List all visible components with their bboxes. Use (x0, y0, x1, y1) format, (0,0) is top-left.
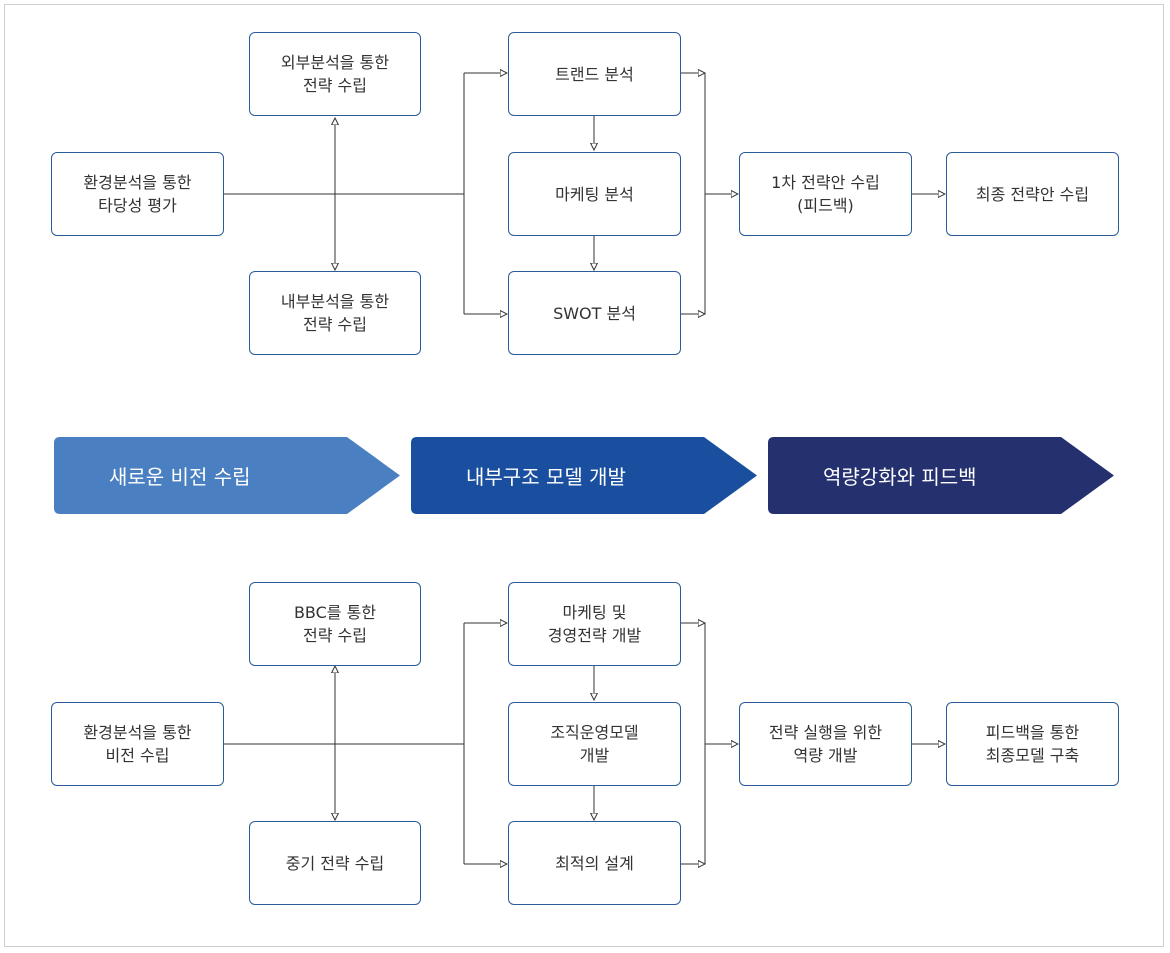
top-upper-box: 외부분석을 통한 전략 수립 (249, 32, 421, 116)
banner-arrow-shape (411, 437, 757, 514)
top-start-box: 환경분석을 통한 타당성 평가 (51, 152, 224, 236)
banner-arrow-shape (768, 437, 1114, 514)
phase-banner-3: 역량강화와 피드백 (768, 437, 1114, 514)
phase-label-2: 내부구조 모델 개발 (466, 465, 626, 489)
diagram-frame (4, 4, 1164, 947)
top-result-box: 1차 전략안 수립 (피드백) (739, 152, 912, 236)
top-step3-box: SWOT 분석 (508, 271, 681, 355)
phase-label-3: 역량강화와 피드백 (823, 465, 977, 489)
bottom-result-box: 전략 실행을 위한 역량 개발 (739, 702, 912, 786)
phase-banner-1: 새로운 비전 수립 (54, 437, 400, 514)
bottom-upper-box: BBC를 통한 전략 수립 (249, 582, 421, 666)
top-step2-box: 마케팅 분석 (508, 152, 681, 236)
phase-banner-2: 내부구조 모델 개발 (411, 437, 757, 514)
phase-label-1: 새로운 비전 수립 (109, 465, 251, 489)
bottom-step2-box: 조직운영모델 개발 (508, 702, 681, 786)
bottom-start-box: 환경분석을 통한 비전 수립 (51, 702, 224, 786)
bottom-step1-box: 마케팅 및 경영전략 개발 (508, 582, 681, 666)
top-final-box: 최종 전략안 수립 (946, 152, 1119, 236)
bottom-lower-box: 중기 전략 수립 (249, 821, 421, 905)
bottom-final-box: 피드백을 통한 최종모델 구축 (946, 702, 1119, 786)
top-step1-box: 트랜드 분석 (508, 32, 681, 116)
bottom-step3-box: 최적의 설계 (508, 821, 681, 905)
top-lower-box: 내부분석을 통한 전략 수립 (249, 271, 421, 355)
banner-arrow-shape (54, 437, 400, 514)
